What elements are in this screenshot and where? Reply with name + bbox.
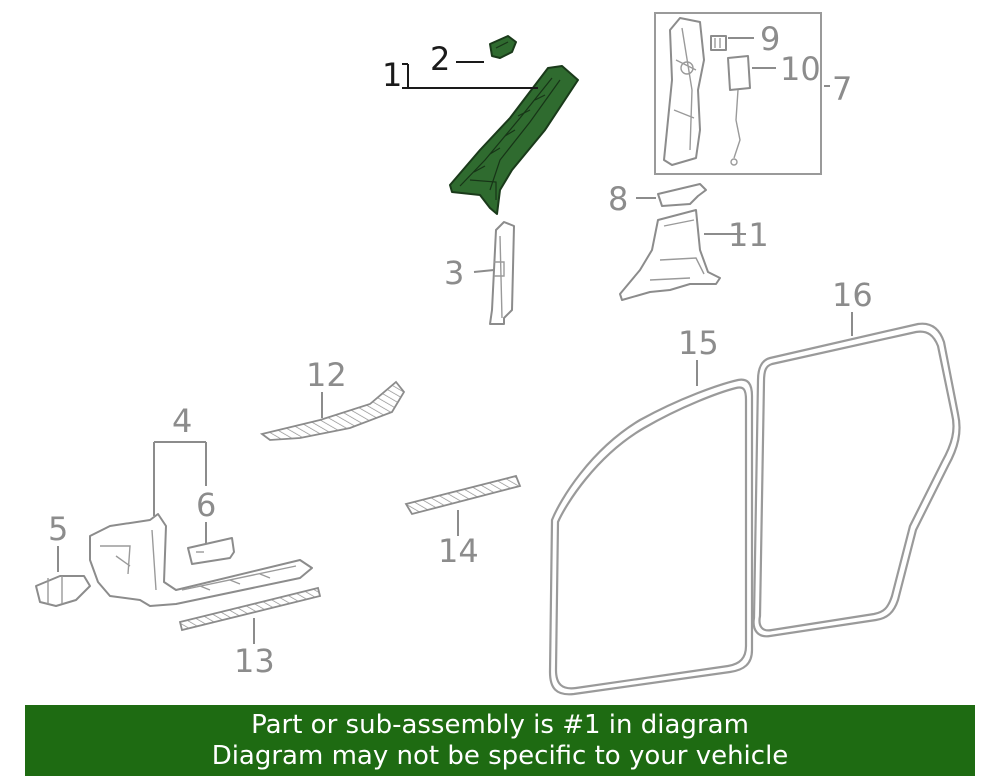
callout-4: 4 xyxy=(172,402,192,440)
part-11-lower-pillar-trim[interactable] xyxy=(619,209,721,301)
banner-line-1: Part or sub-assembly is #1 in diagram xyxy=(251,709,749,740)
notice-banner: Part or sub-assembly is #1 in diagram Di… xyxy=(25,705,975,776)
callout-11: 11 xyxy=(728,216,769,254)
leader-1-bracket xyxy=(402,63,408,89)
callout-10: 10 xyxy=(780,50,821,88)
part-16-rear-door-weatherstrip[interactable] xyxy=(752,322,961,638)
callout-14: 14 xyxy=(438,532,479,570)
banner-line-2: Diagram may not be specific to your vehi… xyxy=(211,740,789,771)
callout-12: 12 xyxy=(306,356,347,394)
callout-3: 3 xyxy=(444,254,464,292)
part-8-bracket[interactable] xyxy=(657,183,707,207)
part-14-scuff-plate[interactable] xyxy=(404,474,522,516)
leader-1 xyxy=(407,64,538,89)
part-12-scuff-plate[interactable] xyxy=(259,380,406,441)
callout-8: 8 xyxy=(608,180,628,218)
part-15-front-door-weatherstrip[interactable] xyxy=(548,378,754,696)
callout-labels: 1 2 3 4 5 6 7 8 9 10 11 12 13 14 15 16 xyxy=(48,20,873,680)
part-9-clip[interactable] xyxy=(710,35,727,51)
part-2-clip[interactable] xyxy=(489,35,517,59)
callout-15: 15 xyxy=(678,324,719,362)
callout-6: 6 xyxy=(196,486,216,524)
leader-4 xyxy=(153,441,207,516)
part-5-clip[interactable] xyxy=(35,575,91,607)
callout-9: 9 xyxy=(760,20,780,58)
callout-2: 2 xyxy=(430,40,450,78)
callout-16: 16 xyxy=(832,276,873,314)
callout-13: 13 xyxy=(234,642,275,680)
callout-5: 5 xyxy=(48,510,68,548)
leader-3 xyxy=(473,269,495,273)
callout-7: 7 xyxy=(832,70,852,108)
part-13-scuff-plate[interactable] xyxy=(178,586,322,632)
leader-lines xyxy=(57,37,853,644)
part-7-assembly-box[interactable] xyxy=(654,12,822,175)
part-3-bracket[interactable] xyxy=(489,221,515,325)
exploded-parts-diagram: 1 2 3 4 5 6 7 8 9 10 11 12 13 14 15 16 xyxy=(35,12,961,696)
part-1-pillar-garnish[interactable] xyxy=(449,65,579,215)
callout-1: 1 xyxy=(382,56,402,94)
part-10-switch-harness[interactable] xyxy=(727,55,751,166)
part-6-plate[interactable] xyxy=(187,537,235,565)
part-4-sill-assembly[interactable] xyxy=(89,513,313,607)
